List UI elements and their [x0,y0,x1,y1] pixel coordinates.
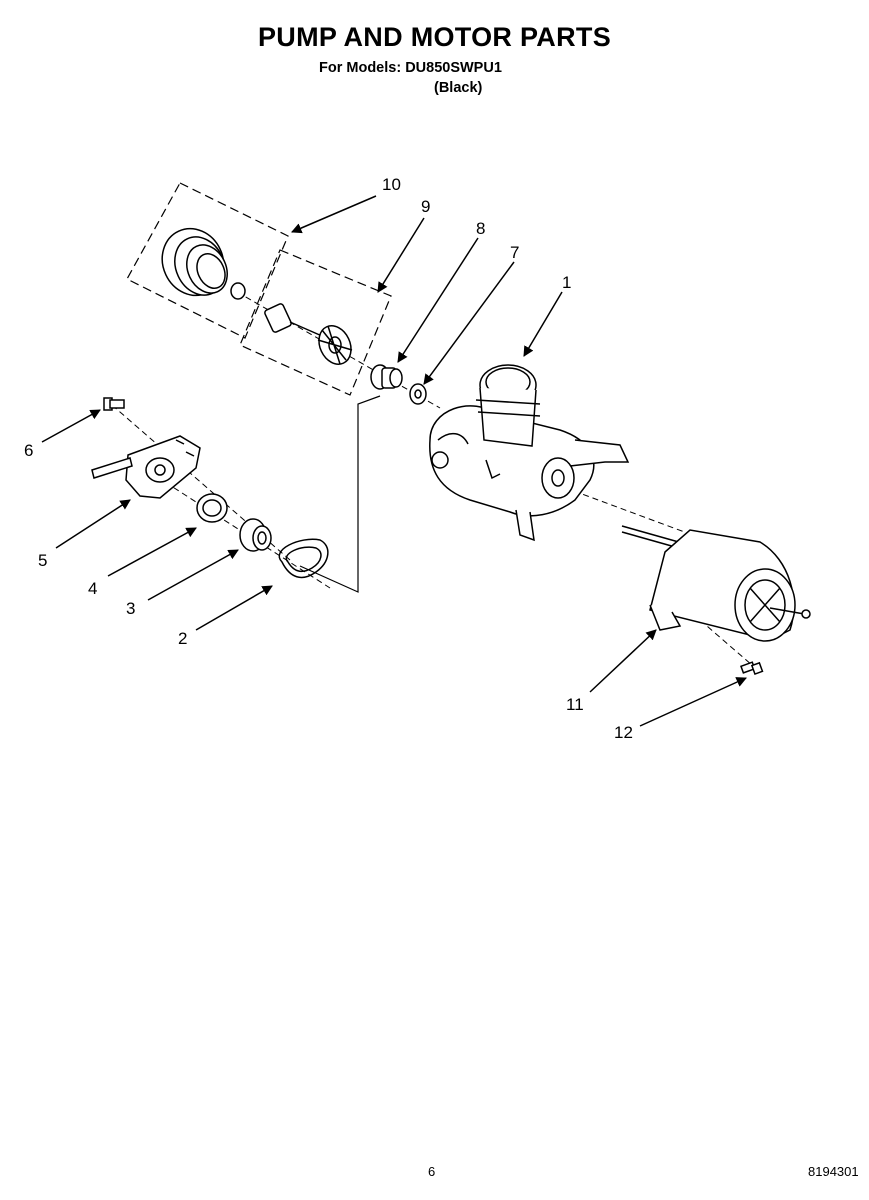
part-1-pump-housing [429,364,630,542]
callout-5: 5 [38,551,47,570]
part-12-screw [740,661,764,676]
callout-4: 4 [88,579,97,598]
callout-11: 11 [566,695,584,714]
group-box-10 [126,182,289,339]
part-3-boot-seal [239,518,272,552]
leader-7 [423,261,515,385]
part-5-pump-cover [91,435,201,499]
part-10-seal-assembly [161,227,246,300]
callout-12: 12 [614,723,633,742]
part-2-gasket [278,538,329,579]
leader-6 [41,409,101,443]
leader-9 [377,217,425,293]
part-9-impeller [264,303,353,365]
callout-3: 3 [126,599,135,618]
assembly-bracket-line [299,395,381,593]
leader-12 [639,677,747,727]
leader-5 [55,499,131,549]
callout-2: 2 [178,629,187,648]
leader-11 [589,629,657,693]
leader-2 [195,585,273,631]
callout-6: 6 [24,441,33,460]
page-title: PUMP AND MOTOR PARTS [257,22,612,52]
callout-8: 8 [476,219,485,238]
part-4-seal-ring [196,493,228,523]
leader-10 [291,195,377,234]
callout-leaders [41,195,747,727]
callout-7: 7 [510,243,519,262]
callout-10: 10 [382,175,401,194]
leader-3 [147,549,239,601]
callout-1: 1 [562,273,571,292]
group-box-9 [239,249,392,396]
document-number: 8194301 [808,1164,859,1179]
callout-9: 9 [421,197,430,216]
part-7-washer [409,383,427,405]
part-11-motor [621,525,811,642]
part-8-collar [370,364,403,390]
models-line: For Models: DU850SWPU1 [319,60,502,76]
part-6-screw [103,397,125,411]
page-number: 6 [428,1164,436,1179]
leader-1 [523,291,563,357]
leader-4 [107,527,197,577]
color-line: (Black) [434,80,483,96]
leader-8 [397,237,479,363]
